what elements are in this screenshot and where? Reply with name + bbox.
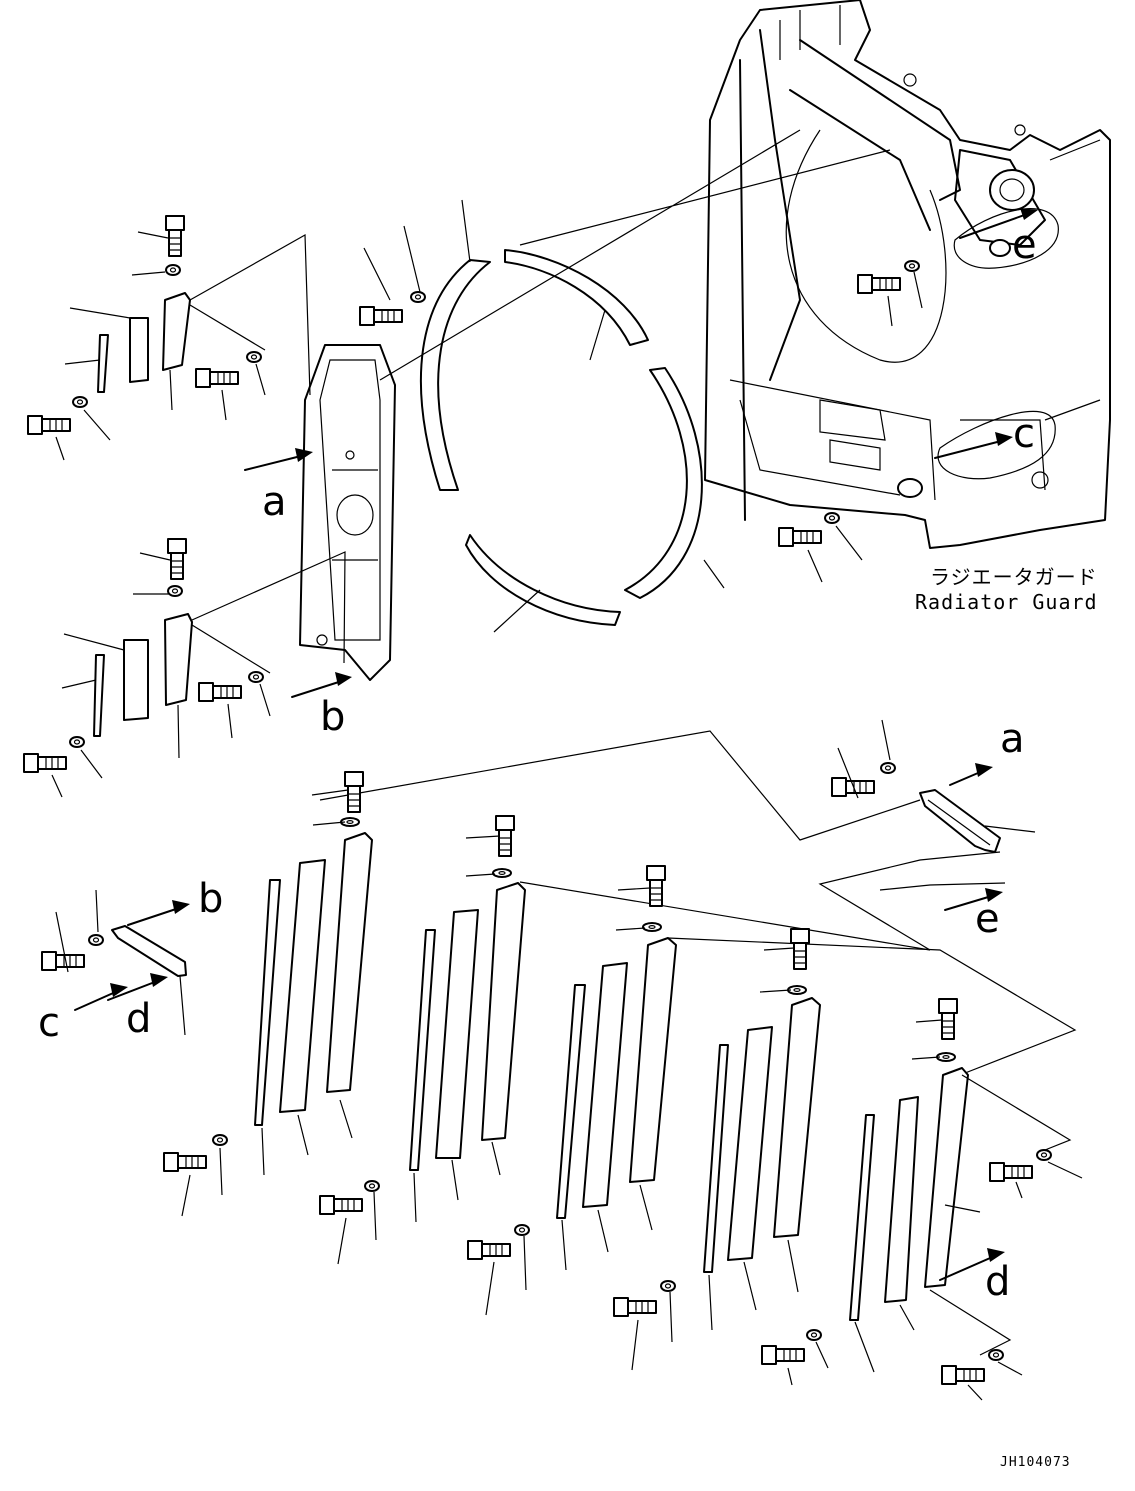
- tall-strip-assembly-2: [319, 815, 526, 1265]
- strip-assembly-upper: [27, 215, 311, 461]
- callout-e-top: e: [953, 208, 1059, 269]
- cross-bracket: [319, 719, 1036, 951]
- callout-b-top: b: [291, 672, 352, 740]
- callout-a-mid: a: [949, 716, 1025, 786]
- strip-assembly-lower: [23, 538, 346, 798]
- label-e-mid: e: [975, 896, 1000, 942]
- caption-english: Radiator Guard: [915, 590, 1098, 614]
- drawing-code: JH104073: [1000, 1455, 1071, 1470]
- label-d-low: d: [985, 1259, 1010, 1305]
- callout-d-low: d: [939, 1248, 1010, 1305]
- tall-strip-assembly-5: [761, 998, 1083, 1401]
- callout-b-mid: b: [127, 876, 223, 926]
- frame-bolt-upper: [857, 260, 923, 327]
- label-b-mid: b: [198, 876, 223, 922]
- shroud-bolt: [359, 225, 426, 326]
- small-bracket: [41, 889, 187, 1036]
- label-b-top: b: [320, 694, 345, 740]
- frame-bolt-lower: [778, 512, 863, 583]
- tall-strip-assembly-4: [613, 928, 821, 1371]
- label-c-mid: c: [38, 1000, 60, 1046]
- tall-strip-assembly-3: [467, 865, 1077, 1316]
- callout-a-top: a: [244, 448, 313, 525]
- side-panel: [299, 344, 396, 681]
- label-a-top: a: [262, 479, 287, 525]
- label-e-top: e: [1012, 222, 1037, 268]
- label-d-mid: d: [126, 996, 151, 1042]
- label-c-top: c: [1013, 411, 1035, 457]
- callout-d-mid: d: [107, 973, 168, 1042]
- callout-c-top: c: [934, 410, 1056, 480]
- callout-e-mid: e: [879, 882, 1006, 942]
- tall-strip-assembly-1: [163, 771, 373, 1217]
- label-a-mid: a: [1000, 716, 1025, 762]
- radiator-guard-frame: [704, 0, 1111, 549]
- shroud-ring-segments: [379, 129, 891, 633]
- caption-japanese: ラジエータガード: [930, 565, 1098, 589]
- callout-c-mid: c: [38, 983, 128, 1046]
